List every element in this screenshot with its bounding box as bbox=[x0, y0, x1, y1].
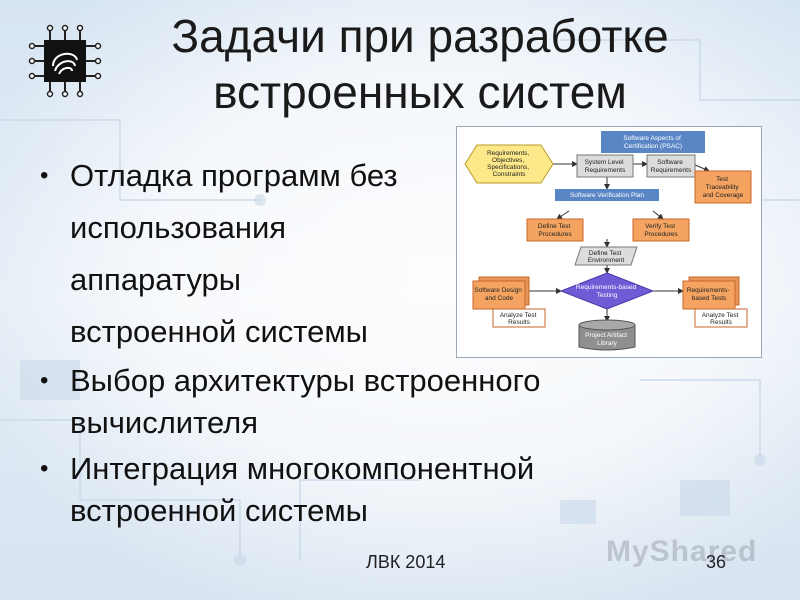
chip-icon bbox=[28, 24, 102, 98]
bullet-text: Интеграция многокомпонентной bbox=[70, 451, 535, 486]
test-environment-label: Define Test Environment bbox=[588, 250, 625, 264]
watermark-logo: MyShared bbox=[606, 535, 758, 568]
bullet-text: встроенной системы bbox=[70, 493, 368, 528]
bullet-dot: • bbox=[40, 367, 49, 394]
footer-label: ЛВК 2014 bbox=[366, 552, 446, 572]
bullet-text: аппаратуры bbox=[70, 262, 242, 297]
requirements-testing-diamond bbox=[559, 272, 655, 310]
analyze-results-right-box bbox=[694, 308, 748, 328]
software-requirements-label: Software Requirements bbox=[651, 159, 692, 174]
requirements-testing-label: Requirements-based Testing bbox=[576, 284, 638, 299]
software-design-label: Software Design and Code bbox=[474, 287, 524, 302]
requirements-tests-box bbox=[682, 280, 736, 310]
requirements-input-label: Requirements, Objectives, Specifications… bbox=[487, 150, 531, 178]
requirements-input-shape bbox=[464, 144, 554, 184]
bullet-text: встроенной системы bbox=[70, 314, 368, 349]
verification-plan-box bbox=[555, 189, 659, 201]
test-traceability-label: Test Traceability and Coverage bbox=[703, 176, 744, 199]
bullet-text: Отладка программ без bbox=[70, 158, 398, 193]
psac-label: Software Aspects of Certification (PSAC) bbox=[623, 135, 682, 150]
psac-box bbox=[601, 131, 705, 153]
verify-test-procedures-label: Verify Test Procedures bbox=[644, 223, 678, 238]
bullet-dot: • bbox=[40, 455, 49, 482]
analyze-results-left-label: Analyze Test Results bbox=[500, 312, 539, 326]
software-design-box bbox=[472, 280, 526, 310]
verification-plan-label: Software Verification Plan bbox=[570, 192, 644, 199]
verify-test-procedures-box bbox=[632, 218, 690, 242]
slide-title: Задачи при разработке встроенных систем bbox=[110, 8, 730, 120]
artifact-library-label: Project Artifact Library bbox=[585, 332, 629, 347]
title-line-2: встроенных систем bbox=[213, 66, 627, 118]
test-environment-shape bbox=[574, 246, 638, 266]
bullet-text: использования bbox=[70, 210, 287, 245]
bullet-text: Выбор архитектуры встроенного bbox=[70, 363, 541, 398]
requirements-tests-label: Requirements- based Tests bbox=[687, 287, 731, 302]
system-level-box bbox=[576, 154, 634, 178]
software-requirements-box bbox=[646, 154, 696, 178]
define-test-procedures-label: Define Test Procedures bbox=[538, 223, 572, 238]
analyze-results-left-box bbox=[492, 308, 546, 328]
verification-flow-diagram: Requirements, Objectives, Specifications… bbox=[456, 126, 762, 358]
analyze-results-right-label: Analyze Test Results bbox=[702, 312, 741, 326]
test-traceability-box bbox=[694, 170, 752, 204]
define-test-procedures-box bbox=[526, 218, 584, 242]
bullet-dot: • bbox=[40, 162, 49, 189]
title-line-1: Задачи при разработке bbox=[171, 10, 669, 62]
system-level-label: System Level Requirements bbox=[585, 159, 626, 174]
slide-number: 36 bbox=[706, 552, 727, 572]
bullet-text: вычислителя bbox=[70, 405, 259, 440]
